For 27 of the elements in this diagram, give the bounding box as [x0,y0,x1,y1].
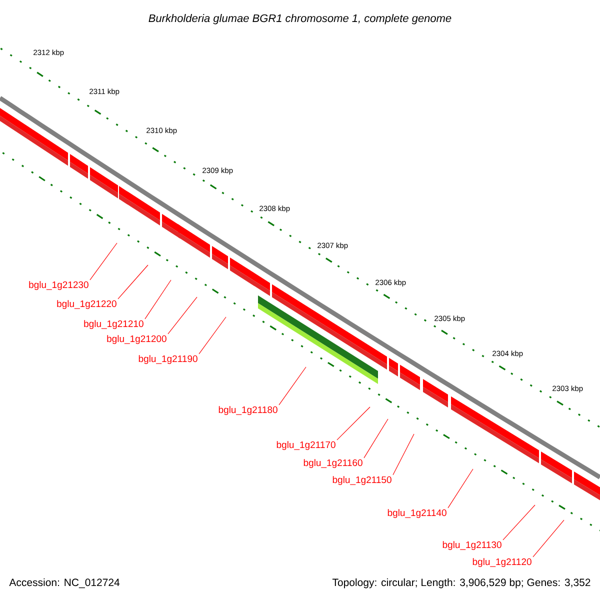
gene-label: bglu_1g21210 [84,320,144,329]
leader-line [144,280,172,320]
gene-label: bglu_1g21120 [472,558,532,567]
gene-label: bglu_1g21140 [388,509,446,518]
gene-label: bglu_1g21130 [442,541,502,550]
leader-line [278,366,306,406]
leader-line [90,242,118,280]
leader-line [532,520,564,558]
leader-line [502,504,536,540]
leader-line [118,264,148,300]
gene-label: bglu_1g21230 [29,281,88,290]
leader-line [168,296,198,334]
title: Burkholderia glumae BGR1 chromosome 1, complete genome [148,14,452,24]
leader-line [198,316,226,354]
gene-label: bglu_1g21190 [138,355,198,364]
genome-info-text: Topology: circular; Length: 3,906,529 bp; Genes: 3,352 [332,578,590,588]
gene-label: bglu_1g21180 [218,406,278,415]
leader-line [448,468,474,508]
gene-label: bglu_1g21170 [276,441,336,450]
leader-line [336,406,370,440]
leader-line [364,418,388,458]
accession-text: Accession: NC_012724 [9,578,120,588]
gene-label: bglu_1g21220 [57,300,116,309]
leader-line [392,434,414,476]
gene-label: bglu_1g21200 [107,335,166,344]
gene-label: bglu_1g21150 [332,476,392,485]
gene-label: bglu_1g21160 [304,459,362,468]
